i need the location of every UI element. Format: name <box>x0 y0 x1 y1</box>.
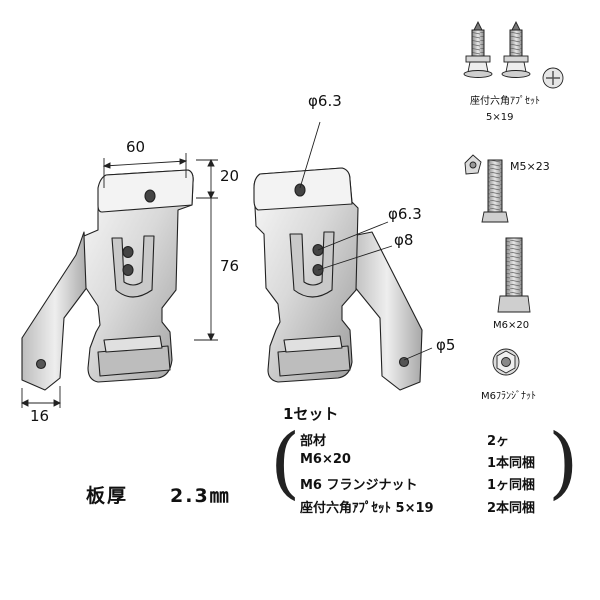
set-title: 1セット <box>283 405 339 423</box>
plate-thickness-value: 2.3㎜ <box>170 485 231 507</box>
hole-lower-diameter-label: φ8 <box>394 231 414 249</box>
right-bracket <box>253 167 423 391</box>
tapping-screws <box>463 20 564 89</box>
bolt-m5 <box>464 154 509 223</box>
right-bracket-side-hole <box>398 356 410 368</box>
dimension-top-height-label: 20 <box>220 167 240 185</box>
left-bracket-side-hole <box>35 358 47 370</box>
set-close-paren: ) <box>548 418 579 508</box>
screw-label: 座付六角ｱﾌﾟｾｯﾄ <box>470 96 540 107</box>
left-bracket <box>21 169 194 391</box>
tapping-screw-1 <box>463 20 493 78</box>
dimension-height-label: 76 <box>220 257 240 275</box>
set-row-4-item: 座付六角ｱﾌﾟｾｯﾄ 5×19 <box>300 501 434 516</box>
hole-side-diameter-label: φ5 <box>436 336 456 354</box>
left-bracket-top-tab <box>97 169 194 213</box>
set-row-2-qty: 1本同梱 <box>487 456 536 471</box>
set-row-3-item: M6 フランジナット <box>300 478 418 493</box>
screw-size-label: 5×19 <box>486 112 514 123</box>
set-row-3-qty: 1ヶ同梱 <box>487 478 536 493</box>
bolt-m5-top-view <box>464 154 482 175</box>
dimension-width-label: 60 <box>126 138 146 156</box>
right-bracket-top-hole <box>294 183 306 197</box>
set-row-1-item: 部材 <box>300 434 327 449</box>
tapping-screw-top-view <box>542 67 564 89</box>
bolt-m5-label: M5×23 <box>510 160 550 173</box>
flange-nut <box>492 348 520 376</box>
bolt-m6 <box>497 237 531 313</box>
plate-thickness-label: 板厚 <box>86 485 129 507</box>
left-bracket-side-flange <box>21 231 89 391</box>
left-bracket-top-hole <box>144 189 156 203</box>
tapping-screw-2 <box>501 20 531 78</box>
flange-nut-label: M6ﾌﾗﾝｼﾞﾅｯﾄ <box>481 391 536 402</box>
bolt-m6-label: M6×20 <box>493 320 530 331</box>
set-row-4-qty: 2本同梱 <box>487 501 536 516</box>
set-open-paren: ( <box>270 418 301 508</box>
set-row-2-item: M6×20 <box>300 452 351 467</box>
hole-mid-diameter-label: φ6.3 <box>388 205 422 223</box>
right-bracket-hook-slot <box>289 231 335 298</box>
right-bracket-side-flange <box>351 231 423 391</box>
hole-top-diameter-label: φ6.3 <box>308 92 342 110</box>
dimension-lines <box>20 121 433 408</box>
dimension-bottom-offset-label: 16 <box>30 407 50 425</box>
set-row-1-qty: 2ヶ <box>487 434 510 449</box>
